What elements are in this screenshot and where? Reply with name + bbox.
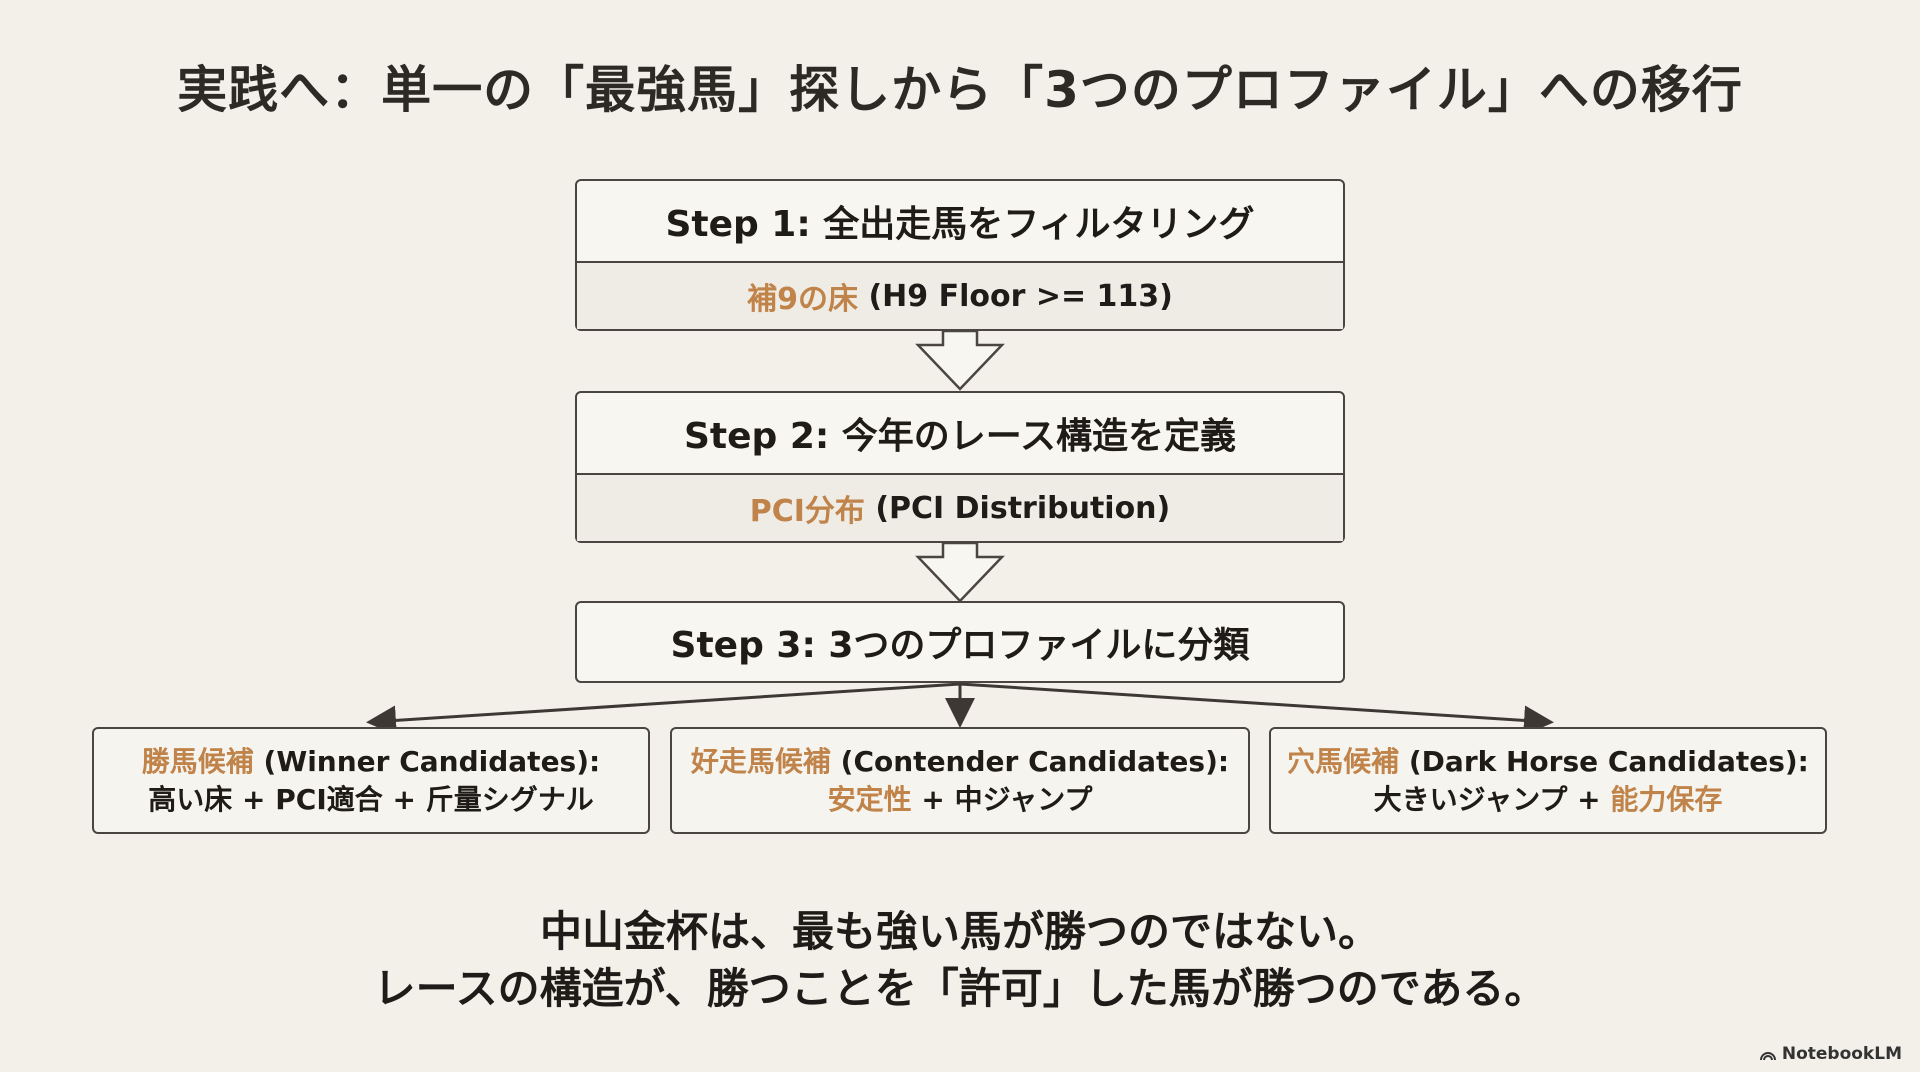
- step-1-box: Step 1: 全出走馬をフィルタリング 補9の床 (H9 Floor >= 1…: [575, 179, 1345, 331]
- winner-criteria: 高い床 + PCI適合 + 斤量シグナル: [148, 781, 593, 819]
- darkhorse-title: 穴馬候補 (Dark Horse Candidates):: [1287, 743, 1809, 781]
- winner-title: 勝馬候補 (Winner Candidates):: [142, 743, 600, 781]
- step-2-box: Step 2: 今年のレース構造を定義 PCI分布 (PCI Distribut…: [575, 391, 1345, 543]
- contender-criteria-text: + 中ジャンプ: [911, 782, 1093, 816]
- down-arrow-icon: [915, 331, 1005, 391]
- winner-title-text: (Winner Candidates):: [253, 744, 601, 778]
- step-2-detail: PCI分布 (PCI Distribution): [577, 473, 1343, 541]
- step-3-box: Step 3: 3つのプロファイルに分類: [575, 601, 1345, 683]
- step-2-detail-text: (PCI Distribution): [864, 490, 1171, 526]
- conclusion-line-1: 中山金杯は、最も強い馬が勝つのではない。: [539, 907, 1380, 956]
- branch-arrows: [366, 682, 1554, 732]
- darkhorse-title-accent: 穴馬候補: [1287, 744, 1400, 778]
- step-2-detail-accent: PCI分布: [749, 494, 865, 529]
- contender-criteria-accent: 安定性: [827, 782, 912, 816]
- arrow-to-darkhorse: [959, 682, 1554, 732]
- arrow-to-winner: [366, 682, 961, 732]
- brand-label: NotebookLM: [1781, 1044, 1902, 1064]
- contender-title-text: (Contender Candidates):: [830, 744, 1230, 778]
- conclusion-line-2: レースの構造が、勝つことを「許可」した馬が勝つのである。: [373, 964, 1547, 1013]
- darkhorse-criteria-text: 大きいジャンプ +: [1373, 782, 1611, 816]
- notebooklm-logo-icon: [1759, 1052, 1776, 1061]
- step-1-detail-accent: 補9の床: [747, 282, 858, 317]
- down-arrow-icon: [915, 543, 1005, 603]
- darkhorse-candidates-box: 穴馬候補 (Dark Horse Candidates): 大きいジャンプ + …: [1269, 727, 1827, 834]
- slide-title: 実践へ：単一の「最強馬」探しから「3つのプロファイル」への移行: [177, 61, 1743, 119]
- winner-title-accent: 勝馬候補: [141, 744, 254, 778]
- step-1-detail: 補9の床 (H9 Floor >= 113): [577, 261, 1343, 329]
- darkhorse-criteria: 大きいジャンプ + 能力保存: [1374, 781, 1723, 819]
- notebooklm-watermark: NotebookLM: [1759, 1044, 1902, 1064]
- winner-criteria-text: 高い床 + PCI適合 + 斤量シグナル: [148, 782, 594, 816]
- darkhorse-criteria-accent: 能力保存: [1610, 782, 1723, 816]
- step-3-label: Step 3: 3つのプロファイルに分類: [670, 625, 1250, 666]
- winner-candidates-box: 勝馬候補 (Winner Candidates): 高い床 + PCI適合 + …: [92, 727, 650, 834]
- step-1-detail-text: (H9 Floor >= 113): [858, 278, 1173, 314]
- step-1-label: Step 1: 全出走馬をフィルタリング: [665, 204, 1255, 245]
- contender-candidates-box: 好走馬候補 (Contender Candidates): 安定性 + 中ジャン…: [670, 727, 1250, 834]
- contender-title-accent: 好走馬候補: [690, 744, 831, 778]
- contender-title: 好走馬候補 (Contender Candidates):: [691, 743, 1229, 781]
- step-2-label: Step 2: 今年のレース構造を定義: [683, 416, 1237, 457]
- contender-criteria: 安定性 + 中ジャンプ: [828, 781, 1093, 819]
- darkhorse-title-text: (Dark Horse Candidates):: [1399, 744, 1809, 778]
